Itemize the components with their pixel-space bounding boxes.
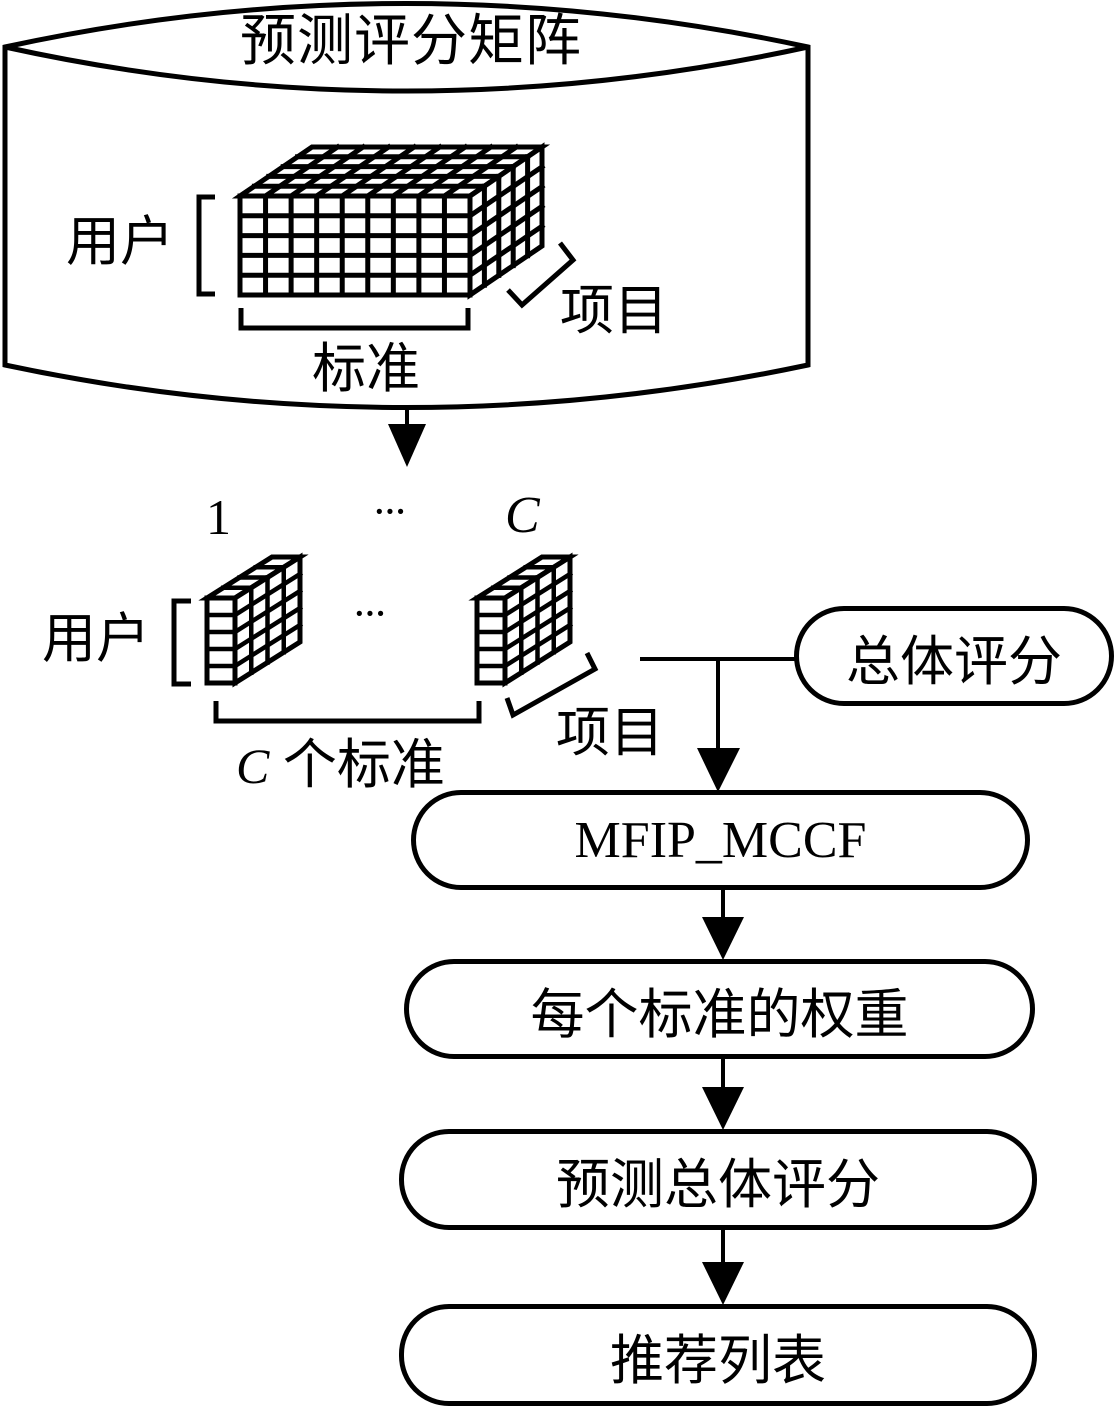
criteria-bracket [238,308,471,331]
cube-grid-line [501,604,574,653]
cube-grid-line [501,587,574,636]
items-bracket [506,241,577,309]
slice-index-last: C [505,487,540,544]
cube-grid-line [231,621,304,670]
slices-criteria-bracket [213,701,482,724]
slices-users-bracket [171,598,191,687]
criterion-slab-last [468,552,579,688]
flow-step-label: 每个标准的权重 [530,984,909,1045]
slice-index-ellipsis: ··· [372,487,408,536]
arrow-to-mfip-head [697,748,740,792]
cube-front-face [204,595,238,686]
flow-step-mfip-mccf: MFIP_MCCF [411,790,1030,890]
arrow-step2-to-step3-head [702,1087,744,1130]
overall-rating-node: 总体评分 [794,606,1114,706]
arrow-storage-to-slices-head [388,424,426,467]
storage-title: 预测评分矩阵 [240,11,582,73]
criteria-count-label: 个标准 [282,735,445,795]
cube-front-face [474,595,508,686]
cube-grid-line [231,604,304,653]
slice-index-first: 1 [206,489,231,545]
flow-step-label: MFIP_MCCF [574,811,867,869]
cube-grid-line [231,587,304,636]
flow-step-label: 预测总体评分 [556,1155,880,1215]
cube-grid-line [466,183,546,240]
flow-step-predicted-overall-rating: 预测总体评分 [399,1129,1037,1230]
cube-grid-line [501,570,574,619]
flow-step-label: 推荐列表 [610,1330,826,1391]
cube-grid-line [466,222,546,279]
cube-side-face [467,142,545,300]
cube-grid-line [466,202,546,259]
cube-grid-line [231,570,304,619]
flow-step-criteria-weights: 每个标准的权重 [404,959,1035,1059]
storage-cylinder-outline [2,1,811,410]
cube-grid-line [501,621,574,670]
cube-front-face [237,193,473,298]
arrow-step1-to-step2-head [702,917,744,960]
cube-grid-line [466,163,546,220]
slices-users-label: 用户 [42,609,150,669]
slices-items-bracket [504,651,599,719]
criterion-slab-first [198,552,309,688]
rating-tensor-cube [231,142,551,300]
users-bracket [196,194,215,297]
slices-items-label: 项目 [556,703,664,763]
flow-step-recommendation-list: 推荐列表 [399,1304,1037,1406]
storage-items-label: 项目 [560,281,668,341]
criteria-count-symbol: C [236,738,270,794]
slices-criteria-count: C 个标准 [236,738,445,792]
overall-rating-label: 总体评分 [846,631,1062,692]
arrow-step3-to-step4-head [702,1262,744,1305]
storage-users-label: 用户 [66,212,174,272]
storage-cylinder-top-arc [4,44,809,94]
storage-criteria-label: 标准 [312,339,420,399]
slices-between-ellipsis: ··· [352,589,388,638]
